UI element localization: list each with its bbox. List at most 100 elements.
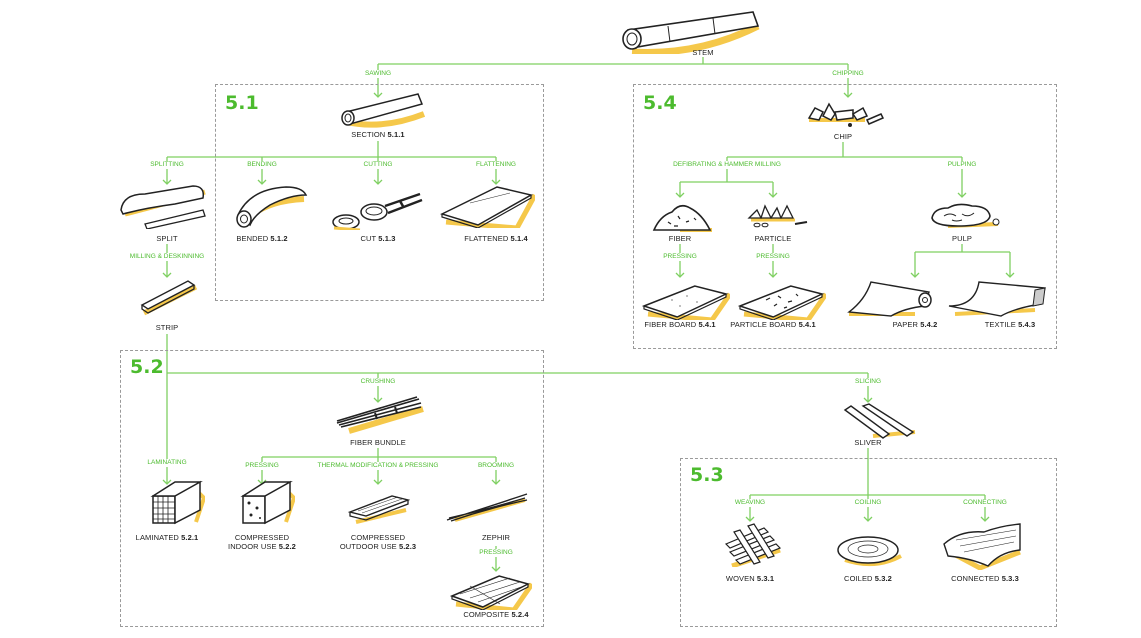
node-label-chip: CHIP [834, 132, 852, 141]
node-label-fiber-bundle: FIBER BUNDLE [350, 438, 406, 447]
connected-icon [940, 522, 1025, 571]
process-label-sawing: SAWING [362, 70, 394, 78]
arrow-head-icon [257, 179, 267, 185]
arrow-head-icon [768, 192, 778, 198]
process-label-laminating: LAMINATING [145, 459, 189, 467]
node-label-code: 5.3.3 [1001, 574, 1019, 583]
arrow-head-icon [162, 272, 172, 278]
process-label-crushing: CRUSHING [358, 378, 398, 386]
node-label-connected: CONNECTED 5.3.3 [951, 574, 1019, 583]
node-label-code: 5.1.2 [270, 234, 288, 243]
arrow-head-icon [910, 272, 920, 278]
node-label-composite: COMPOSITE 5.2.4 [463, 610, 528, 619]
node-label-text: STEM [692, 48, 714, 57]
arrow-head-icon [863, 397, 873, 403]
node-label-code: 5.2.4 [511, 610, 529, 619]
node-label-stem: STEM [692, 48, 713, 57]
node-label-code: 5.1.3 [378, 234, 396, 243]
stem-icon [618, 6, 763, 56]
section-icon [338, 90, 428, 128]
node-label-text: CUT [360, 234, 379, 243]
node-label-text: INDOOR USE [228, 542, 279, 551]
process-label-brooming: BROOMING [475, 462, 517, 470]
process-label-coiling: COILING [852, 499, 884, 507]
node-label-text: SECTION [351, 130, 388, 139]
node-label-code: 5.4.1 [798, 320, 816, 329]
coiled-icon [835, 532, 905, 567]
sliver-icon [843, 402, 918, 440]
fiber-board-icon [641, 282, 733, 323]
composite-icon [449, 572, 535, 613]
section-box-5-4 [633, 84, 1057, 349]
arrow-head-icon [980, 516, 990, 522]
laminated-icon [150, 478, 207, 526]
process-label-chipping: CHIPPING [830, 70, 866, 78]
section-number-5-4: 5.4 [643, 92, 677, 114]
paper-icon [845, 278, 935, 318]
node-label-text: COILED [844, 574, 875, 583]
arrow-head-icon [675, 272, 685, 278]
node-label-code: 5.4.2 [920, 320, 938, 329]
node-label-code: 5.3.2 [874, 574, 892, 583]
particle-icon [745, 202, 810, 230]
section-number-5-3: 5.3 [690, 464, 724, 486]
node-label-line1: COMPRESSED [234, 533, 290, 542]
node-label-text: OUTDOOR USE [339, 542, 399, 551]
arrow-head-icon [675, 192, 685, 198]
node-label-text: PAPER [892, 320, 921, 329]
node-label-text: WOVEN [725, 574, 757, 583]
node-label-line1: COMPRESSED [350, 533, 406, 542]
node-label-code: 5.4.1 [698, 320, 716, 329]
section-box-5-1 [215, 84, 544, 301]
arrow-head-icon [162, 179, 172, 185]
node-label-text: ZEPHIR [481, 533, 511, 542]
process-label-defibrating: DEFIBRATING & HAMMER MILLING [671, 161, 783, 169]
node-label-text: LAMINATED [135, 533, 182, 542]
section-number-5-1: 5.1 [225, 92, 259, 114]
node-label-text: CONNECTED [951, 574, 1002, 583]
process-label-milling: MILLING & DESKINNING [127, 253, 207, 261]
node-label-text: FLATTENED [464, 234, 511, 243]
fiber-bundle-icon [335, 395, 425, 435]
process-label-bending: BENDING [245, 161, 279, 169]
section-box-5-2 [120, 350, 544, 627]
node-label-text: FIBER BOARD [644, 320, 699, 329]
node-label-sliver: SLIVER [854, 438, 881, 447]
arrow-head-icon [768, 272, 778, 278]
arrow-head-icon [1005, 272, 1015, 278]
section-number-5-2: 5.2 [130, 356, 164, 378]
node-label-text: BENDED [236, 234, 271, 243]
arrow-head-icon [373, 479, 383, 485]
node-label-text: PARTICLE BOARD [730, 320, 799, 329]
process-label-pressing-zephir: PRESSING [477, 549, 515, 557]
arrow-head-icon [843, 92, 853, 98]
node-label-zephir: ZEPHIR [482, 533, 510, 542]
process-label-pressing-particle: PRESSING [754, 253, 792, 261]
node-label-strip: STRIP [156, 323, 179, 332]
node-label-code: 5.4.3 [1018, 320, 1036, 329]
process-label-splitting: SPLITTING [148, 161, 186, 169]
arrow-head-icon [373, 92, 383, 98]
node-label-code: 5.2.3 [398, 542, 417, 551]
process-label-slicing: SLICING [852, 378, 884, 386]
node-label-laminated: LAMINATED 5.2.1 [136, 533, 199, 542]
node-label-code: 5.2.2 [278, 542, 296, 551]
node-label-split: SPLIT [156, 234, 177, 243]
arrow-head-icon [863, 516, 873, 522]
node-label-paper: PAPER 5.4.2 [893, 320, 938, 329]
process-label-thermal: THERMAL MODIFICATION & PRESSING [315, 462, 441, 470]
zephir-icon [445, 490, 530, 525]
arrow-head-icon [373, 397, 383, 403]
strip-icon [138, 277, 200, 317]
compressed-indoor-icon [240, 478, 297, 526]
node-label-text: COMPOSITE [463, 610, 512, 619]
fiber-icon [650, 198, 715, 233]
split-icon [115, 184, 210, 230]
section-box-5-3 [680, 458, 1057, 627]
node-label-coiled: COILED 5.3.2 [844, 574, 892, 583]
node-label-code: 5.1.4 [510, 234, 528, 243]
node-label-text: SPLIT [156, 234, 178, 243]
